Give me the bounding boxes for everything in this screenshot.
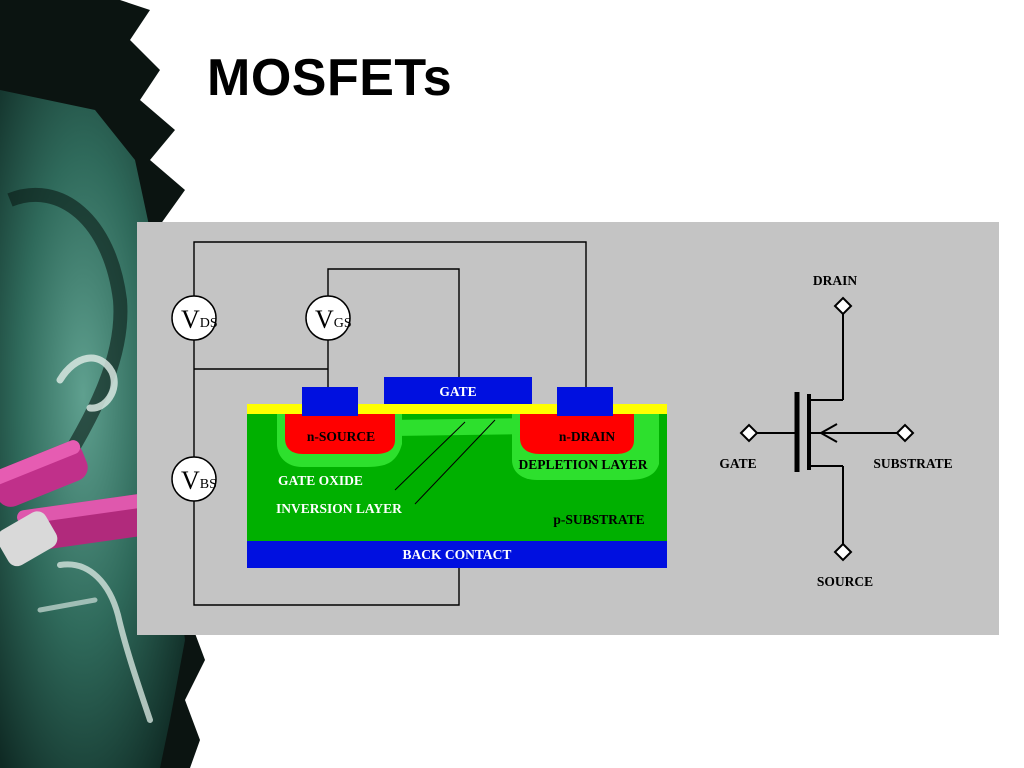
substrate-arrow-icon [818, 423, 838, 443]
device-cross-section [247, 377, 667, 568]
n-drain-region [520, 414, 634, 454]
n-source-label: n-SOURCE [307, 429, 375, 444]
drain-terminal-label: DRAIN [813, 273, 858, 288]
meter-vds: VDS [171, 295, 218, 341]
mosfet-diagram-svg: VDS VGS VBS GATE n-SOURCE n-DRAIN DEPLET… [137, 222, 999, 635]
substrate-terminal-label: SUBSTRATE [873, 456, 952, 471]
meter-vds-label: VDS [181, 305, 218, 334]
source-terminal [833, 542, 853, 562]
back-contact-label: BACK CONTACT [403, 547, 512, 562]
depletion-layer-label: DEPLETION LAYER [519, 457, 648, 472]
gate-terminal [739, 423, 759, 443]
gate-oxide-label: GATE OXIDE [278, 473, 363, 488]
vgs-gate-wire [327, 268, 460, 380]
gate-label: GATE [439, 384, 476, 399]
inversion-layer-leader [414, 419, 496, 505]
gate-oxide-leader [394, 421, 466, 491]
n-drain-label: n-DRAIN [559, 429, 616, 444]
drain-contact [557, 387, 613, 416]
circuit-wires [193, 241, 587, 606]
source-terminal-label: SOURCE [817, 574, 873, 589]
meter-vbs-circle [171, 456, 217, 502]
vds-drain-wire [193, 241, 587, 387]
p-substrate-label: p-SUBSTRATE [553, 512, 644, 527]
oxide-layer [247, 404, 667, 414]
inversion-layer-label: INVERSION LAYER [276, 501, 402, 516]
meter-vgs-circle [305, 295, 351, 341]
vbs-back-wire [193, 500, 460, 606]
back-contact [247, 541, 667, 568]
source-contact [302, 387, 358, 416]
mosfet-diagram-panel: VDS VGS VBS GATE n-SOURCE n-DRAIN DEPLET… [137, 222, 999, 635]
meter-vbs-label: VBS [181, 466, 217, 495]
slide-title: MOSFETs [207, 49, 453, 107]
n-source-region [285, 414, 395, 454]
meter-vgs: VGS [305, 295, 352, 341]
meter-vgs-label: VGS [315, 305, 352, 334]
meter-vds-circle [171, 295, 217, 341]
gate-terminal-label: GATE [719, 456, 756, 471]
meter-vbs: VBS [171, 456, 217, 502]
substrate-terminal [895, 423, 915, 443]
mosfet-symbol [739, 296, 915, 562]
gate-electrode [384, 377, 532, 404]
